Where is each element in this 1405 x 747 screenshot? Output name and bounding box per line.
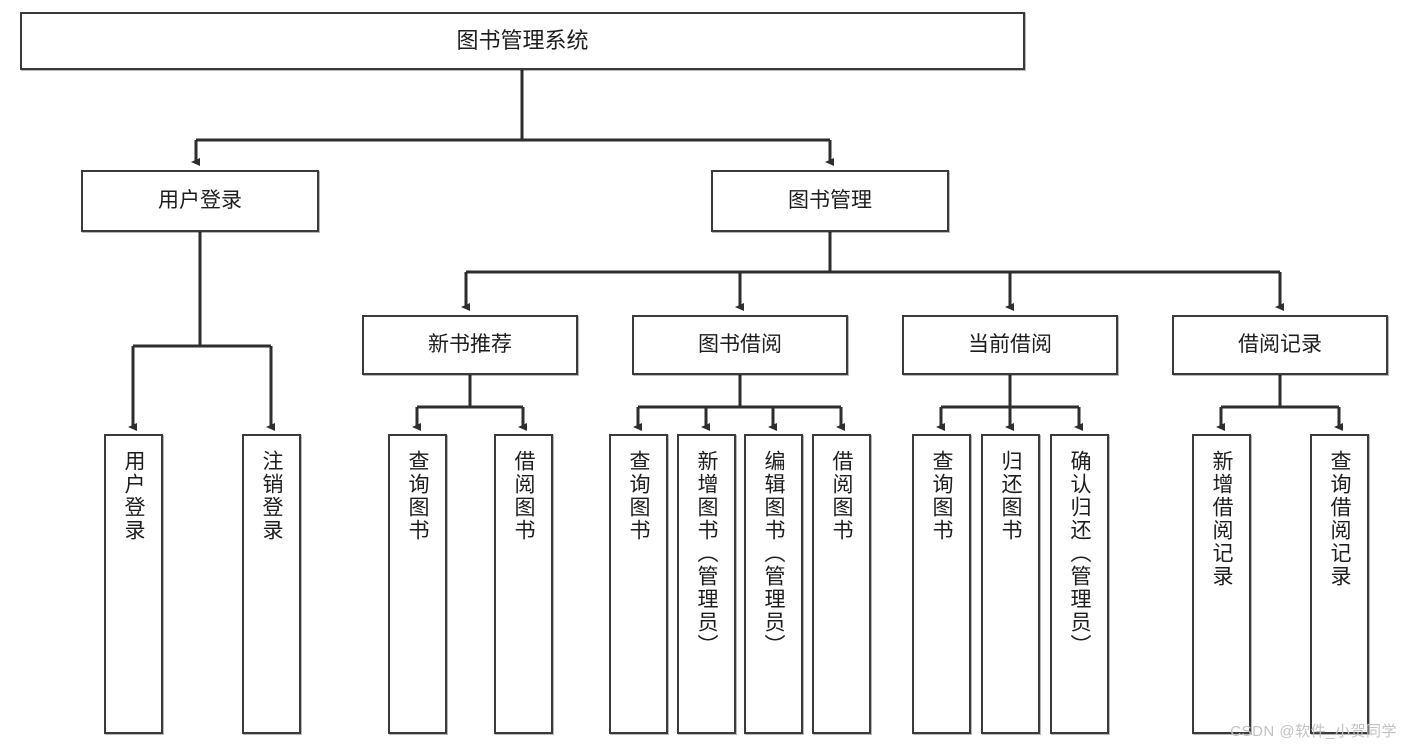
node-label: 归还图书 xyxy=(999,450,1022,542)
leaf-new-book-query[interactable]: 查询图书 xyxy=(388,434,447,734)
node-label: 编辑图书（管理员） xyxy=(762,450,785,657)
node-label: 查询图书 xyxy=(406,450,429,542)
leaf-user-login-signin[interactable]: 用户登录 xyxy=(104,434,163,734)
node-label: 新增图书（管理员） xyxy=(695,450,718,657)
node-label: 确认归还（管理员） xyxy=(1068,450,1091,657)
node-label: 图书管理 xyxy=(788,188,872,212)
leaf-current-return-book[interactable]: 归还图书 xyxy=(981,434,1040,734)
node-current-borrowing[interactable]: 当前借阅 xyxy=(902,315,1118,375)
node-label: 借阅图书 xyxy=(512,450,535,542)
leaf-current-query-book[interactable]: 查询图书 xyxy=(912,434,971,734)
node-label: 用户登录 xyxy=(122,450,145,542)
node-user-login[interactable]: 用户登录 xyxy=(81,170,319,232)
node-label: 新书推荐 xyxy=(428,332,512,356)
node-label: 新增借阅记录 xyxy=(1210,450,1233,588)
node-label: 查询借阅记录 xyxy=(1328,450,1351,588)
node-book-borrowing[interactable]: 图书借阅 xyxy=(632,315,848,375)
node-borrowing-records[interactable]: 借阅记录 xyxy=(1172,315,1388,375)
leaf-borrow-add-book-admin[interactable]: 新增图书（管理员） xyxy=(677,434,736,734)
leaf-records-add-record[interactable]: 新增借阅记录 xyxy=(1192,434,1251,734)
node-label: 用户登录 xyxy=(158,188,242,212)
node-new-book-recommendation[interactable]: 新书推荐 xyxy=(362,315,578,375)
leaf-records-query-record[interactable]: 查询借阅记录 xyxy=(1310,434,1369,734)
node-label: 注销登录 xyxy=(260,450,283,542)
node-book-management[interactable]: 图书管理 xyxy=(711,170,949,232)
leaf-borrow-query-book[interactable]: 查询图书 xyxy=(609,434,668,734)
node-root-book-management-system[interactable]: 图书管理系统 xyxy=(20,12,1025,70)
node-label: 图书借阅 xyxy=(698,332,782,356)
leaf-borrow-edit-book-admin[interactable]: 编辑图书（管理员） xyxy=(744,434,803,734)
leaf-current-confirm-return-admin[interactable]: 确认归还（管理员） xyxy=(1050,434,1109,734)
leaf-new-book-borrow[interactable]: 借阅图书 xyxy=(494,434,553,734)
node-label: 查询图书 xyxy=(627,450,650,542)
node-label: 借阅记录 xyxy=(1238,332,1322,356)
leaf-user-login-logout[interactable]: 注销登录 xyxy=(242,434,301,734)
node-label: 当前借阅 xyxy=(968,332,1052,356)
node-label: 图书管理系统 xyxy=(456,28,589,54)
node-label: 查询图书 xyxy=(930,450,953,542)
csdn-watermark: CSDN @软件_小贺同学 xyxy=(1230,723,1397,740)
leaf-borrow-borrow-book[interactable]: 借阅图书 xyxy=(812,434,871,734)
node-label: 借阅图书 xyxy=(830,450,853,542)
